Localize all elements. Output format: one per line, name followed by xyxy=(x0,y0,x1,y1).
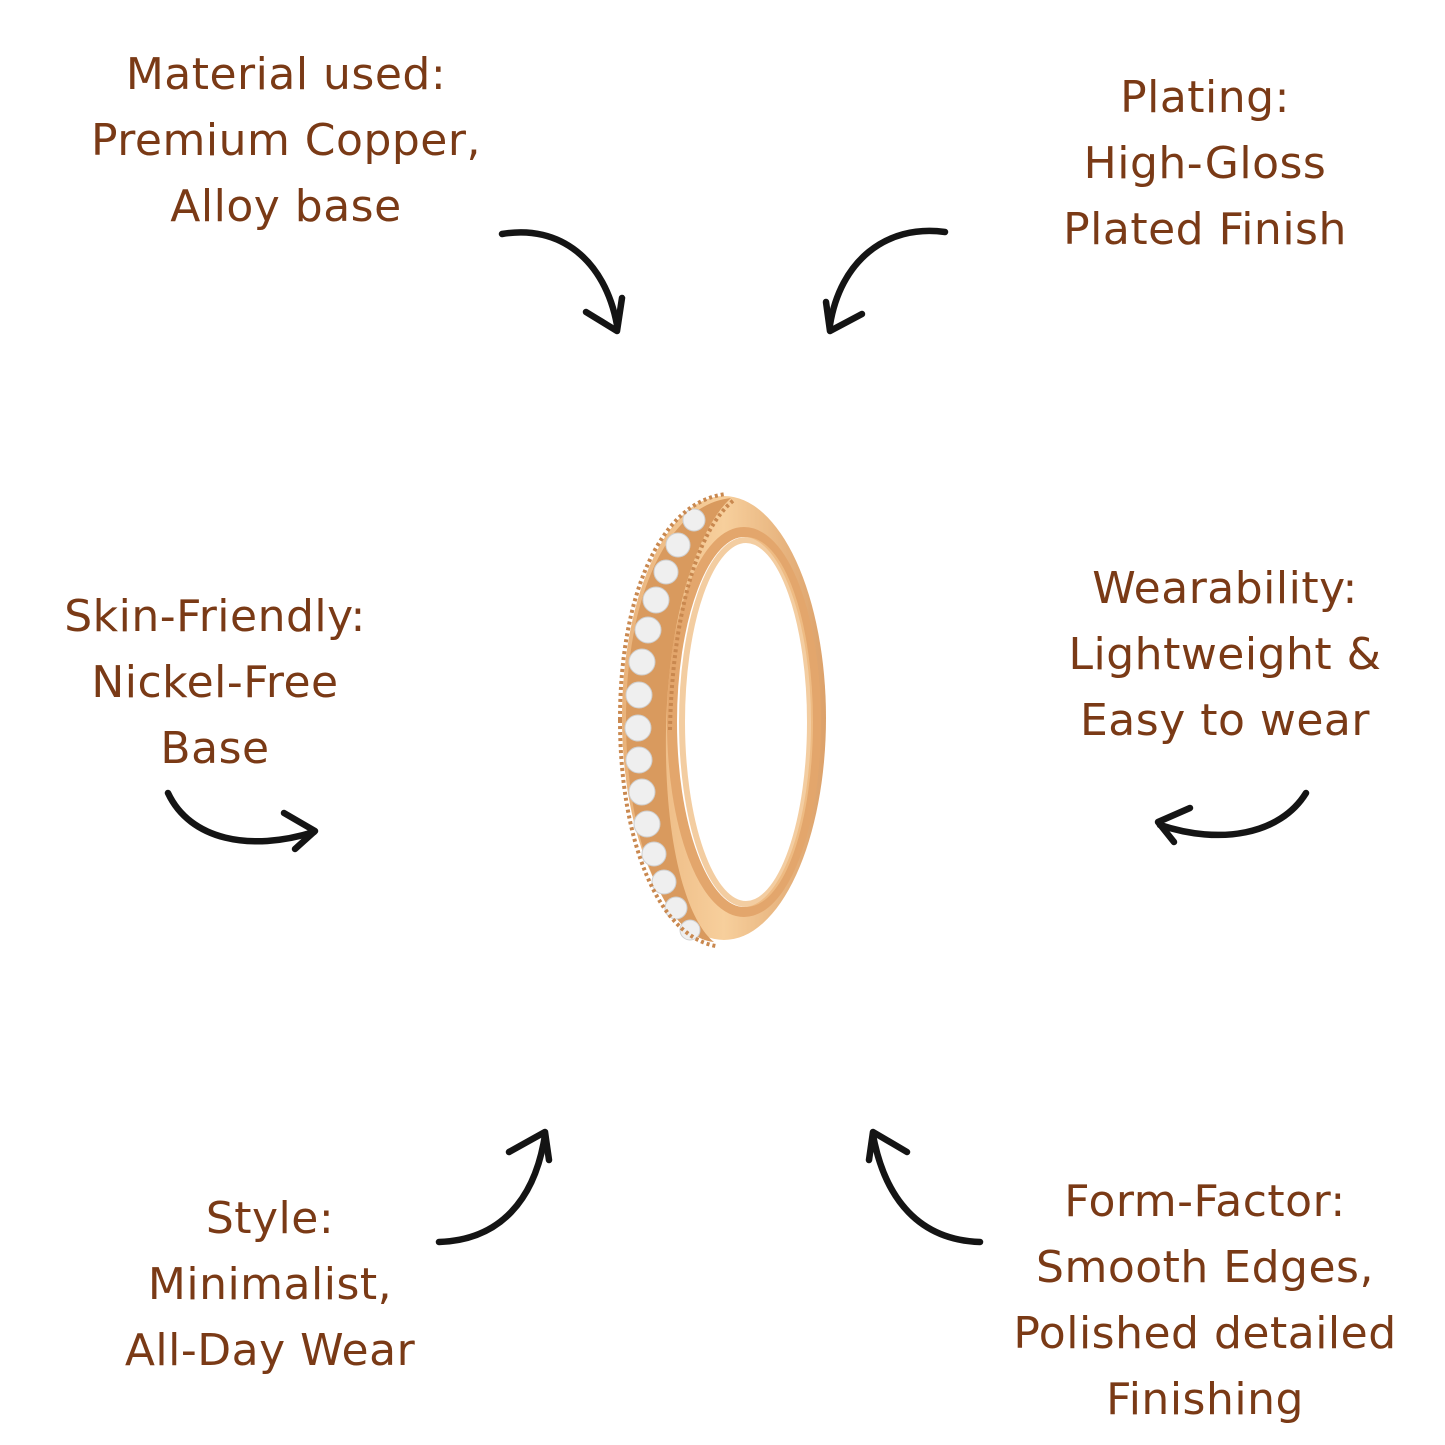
feature-form-line1: Smooth Edges, xyxy=(1036,1242,1374,1293)
feature-style-line1: Minimalist, xyxy=(147,1259,393,1310)
feature-wearability-line1: Lightweight & xyxy=(1068,629,1382,680)
feature-style-line2: All-Day Wear xyxy=(124,1325,416,1376)
feature-form-line3: Finishing xyxy=(1106,1374,1304,1425)
feature-plating-title: Plating: xyxy=(1120,72,1290,123)
feature-style-title: Style: xyxy=(205,1193,335,1244)
feature-style: Style: Minimalist, All-Day Wear xyxy=(95,1186,445,1384)
feature-plating-line1: High-Gloss xyxy=(1083,138,1327,189)
feature-form-factor: Form-Factor: Smooth Edges, Polished deta… xyxy=(985,1169,1425,1433)
gold-ring-product-image xyxy=(618,492,826,948)
feature-wearability-title: Wearability: xyxy=(1092,563,1358,614)
feature-material-line2: Alloy base xyxy=(170,181,402,232)
feature-material-title: Material used: xyxy=(125,49,447,100)
feature-plating: Plating: High-Gloss Plated Finish xyxy=(1025,65,1385,263)
feature-skin-title: Skin-Friendly: xyxy=(64,591,366,642)
feature-skin-friendly: Skin-Friendly: Nickel-Free Base xyxy=(30,584,400,782)
feature-skin-line2: Base xyxy=(160,723,270,774)
feature-form-line2: Polished detailed xyxy=(1013,1308,1397,1359)
feature-form-title: Form-Factor: xyxy=(1064,1176,1346,1227)
feature-material-line1: Premium Copper, xyxy=(91,115,481,166)
feature-plating-line2: Plated Finish xyxy=(1063,204,1347,255)
feature-skin-line1: Nickel-Free xyxy=(91,657,339,708)
feature-material: Material used: Premium Copper, Alloy bas… xyxy=(66,42,506,240)
feature-wearability: Wearability: Lightweight & Easy to wear xyxy=(1035,556,1415,754)
feature-wearability-line2: Easy to wear xyxy=(1080,695,1370,746)
